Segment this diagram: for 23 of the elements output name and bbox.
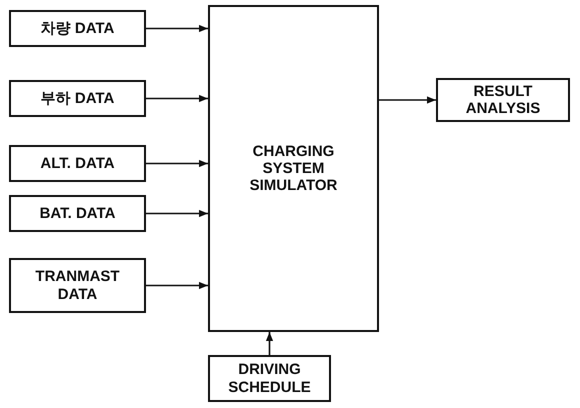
arrow xyxy=(266,332,274,355)
simulator-box xyxy=(208,5,379,332)
arrow xyxy=(146,160,208,168)
arrow xyxy=(146,24,208,32)
box-label: RESULT ANALYSIS xyxy=(464,82,542,118)
arrow xyxy=(379,96,436,104)
box-label: CHARGING SYSTEM SIMULATOR xyxy=(248,142,338,194)
box-label: DRIVING SCHEDULE xyxy=(227,361,312,396)
box-label: ALT. DATA xyxy=(40,154,115,172)
data-box xyxy=(208,355,331,402)
box-label: BAT. DATA xyxy=(40,204,116,222)
arrow xyxy=(146,210,208,218)
data-box xyxy=(9,80,146,117)
box-label: 부하 DATA xyxy=(40,90,114,108)
box-label: TRANMAST DATA xyxy=(34,268,121,303)
data-box xyxy=(9,258,146,313)
data-box xyxy=(9,145,146,182)
data-box xyxy=(9,195,146,232)
data-box xyxy=(9,10,146,47)
data-box xyxy=(436,78,570,122)
arrow xyxy=(146,282,208,290)
box-label: 차량 DATA xyxy=(40,20,114,38)
arrow xyxy=(146,94,208,102)
